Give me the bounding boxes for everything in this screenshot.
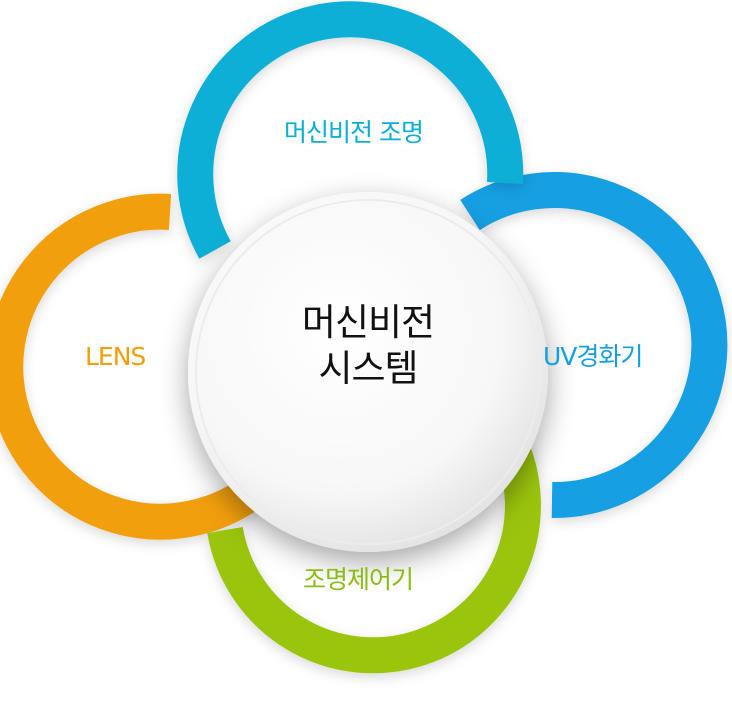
ring-right <box>460 172 728 519</box>
ring-left <box>0 193 270 540</box>
ring-bottom <box>207 432 541 674</box>
node-label-right: UV경화기 <box>543 342 643 371</box>
center-title: 머신비전 시스템 <box>220 300 516 392</box>
center-title-line1: 머신비전 <box>301 301 435 344</box>
ring-top <box>177 1 524 259</box>
node-label-bottom: 조명제어기 <box>303 565 414 594</box>
node-label-left: LENS <box>85 342 146 371</box>
center-circle-outer <box>188 192 548 552</box>
center-title-line2: 시스템 <box>318 347 418 390</box>
node-label-top: 머신비전 조명 <box>284 118 424 147</box>
center-circle-rim <box>195 199 541 545</box>
